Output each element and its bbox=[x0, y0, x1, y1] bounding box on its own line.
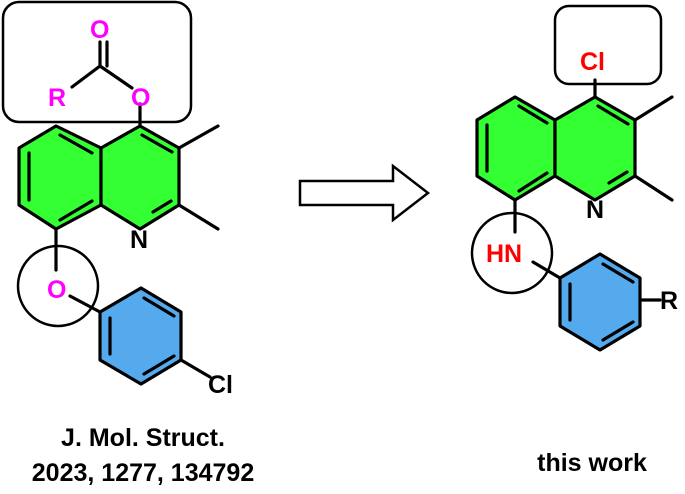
left-molecule: O R O N O Cl bbox=[1, 0, 233, 399]
left-ester-r-label: R bbox=[48, 84, 66, 112]
right-r-label: R bbox=[660, 287, 678, 315]
left-ring-n-label: N bbox=[130, 226, 148, 254]
left-carbonyl-o-label: O bbox=[90, 16, 109, 44]
reference-citation: 2023, 1277, 134792 bbox=[32, 459, 254, 487]
left-pyridine-ring bbox=[99, 124, 181, 231]
left-ester-o-label: O bbox=[131, 84, 150, 112]
right-pyridine-ring bbox=[553, 95, 637, 202]
left-cl-label: Cl bbox=[208, 371, 233, 399]
left-benzo-ring bbox=[17, 124, 103, 231]
right-molecule: Cl N HN R bbox=[470, 4, 678, 352]
right-cl-label: Cl bbox=[580, 48, 605, 76]
left-chlorophenyl-ring bbox=[98, 286, 183, 386]
this-work-caption: this work bbox=[537, 449, 647, 477]
reference-journal: J. Mol. Struct. bbox=[61, 424, 225, 452]
amine-highlight-circle bbox=[470, 211, 554, 295]
left-ether-o-label: O bbox=[47, 276, 66, 304]
ester-highlight-box bbox=[1, 0, 193, 124]
chloro-highlight-box bbox=[553, 4, 663, 86]
right-phenyl-ring bbox=[558, 252, 642, 352]
right-hn-label: HN bbox=[486, 240, 522, 268]
ether-highlight-circle bbox=[16, 244, 100, 328]
right-ring-n-label: N bbox=[586, 196, 604, 224]
reaction-arrow bbox=[298, 163, 431, 223]
right-benzo-ring bbox=[475, 95, 557, 202]
